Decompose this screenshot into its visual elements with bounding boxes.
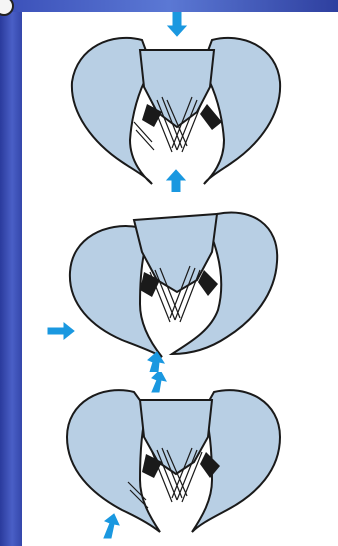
pelvis-diagram-bottom [22, 372, 338, 546]
arrow-bottom-left-icon [104, 514, 119, 538]
left-iliac-wing [72, 38, 152, 184]
pelvis-diagram-middle [22, 192, 338, 372]
slide-top-band [0, 0, 338, 12]
arrow-top-icon [168, 12, 186, 36]
pelvis-figure-panel [22, 12, 338, 546]
arrow-top-icon [152, 372, 166, 392]
slide-left-band [0, 0, 22, 546]
arrow-left-icon [48, 323, 74, 339]
arrow-bottom-icon [167, 170, 185, 192]
pelvis-diagram-top [22, 12, 338, 192]
